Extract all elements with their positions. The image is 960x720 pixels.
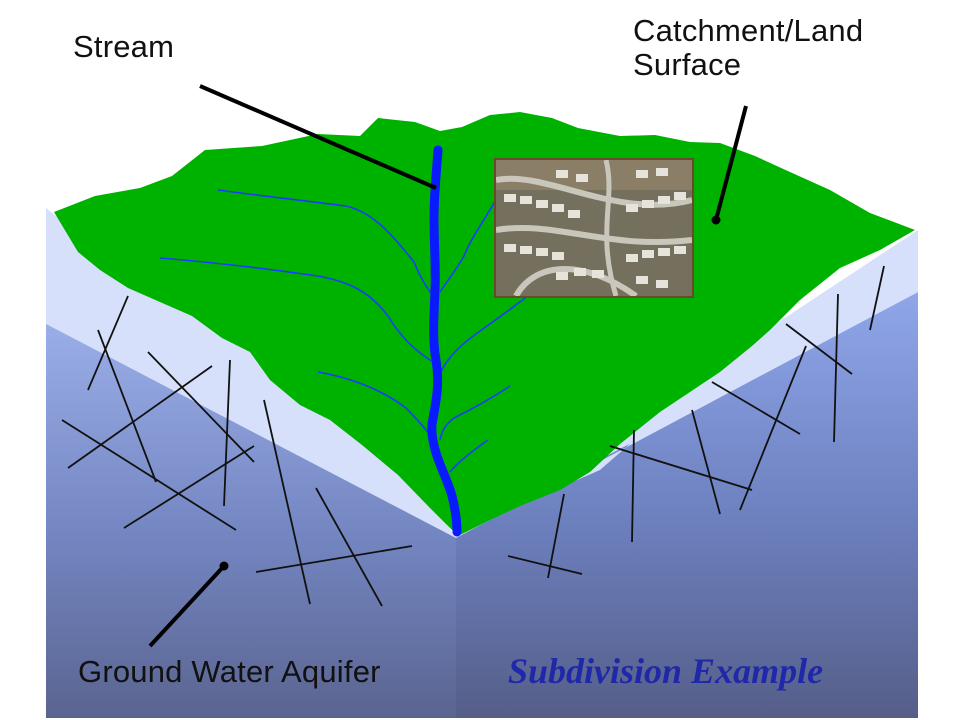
tributaries	[159, 189, 531, 473]
catchment-land-surface	[54, 112, 915, 536]
caption: Subdivision Example	[508, 651, 824, 691]
tributary-7	[449, 439, 489, 473]
tributary-4	[439, 195, 499, 293]
catchment-label: Catchment/Land Surface	[633, 14, 863, 82]
catchment-label-line1: Catchment/Land	[633, 13, 864, 48]
aquifer-left-face	[46, 322, 456, 718]
aquifer-label: Ground Water Aquifer	[78, 654, 381, 689]
aquifer-leader-dot	[219, 561, 229, 571]
subdivision-aerial-photo	[494, 158, 694, 298]
fracture-lines	[61, 265, 885, 607]
stream-label: Stream	[73, 29, 175, 64]
tributary-2	[159, 257, 434, 363]
main-stream	[427, 145, 462, 537]
catchment-leader-dot	[711, 215, 721, 225]
catchment-label-line2: Surface	[633, 47, 742, 82]
soil-layer-front	[46, 210, 918, 538]
tributary-6	[439, 385, 511, 441]
leader-lines	[148, 84, 748, 648]
tributary-1	[217, 189, 437, 301]
stream-leader	[199, 84, 437, 190]
aquifer-right-face	[456, 292, 918, 718]
catchment-leader	[714, 105, 748, 221]
tributary-5	[439, 293, 531, 375]
left-margin	[0, 0, 46, 720]
aquifer-leader	[148, 564, 226, 648]
